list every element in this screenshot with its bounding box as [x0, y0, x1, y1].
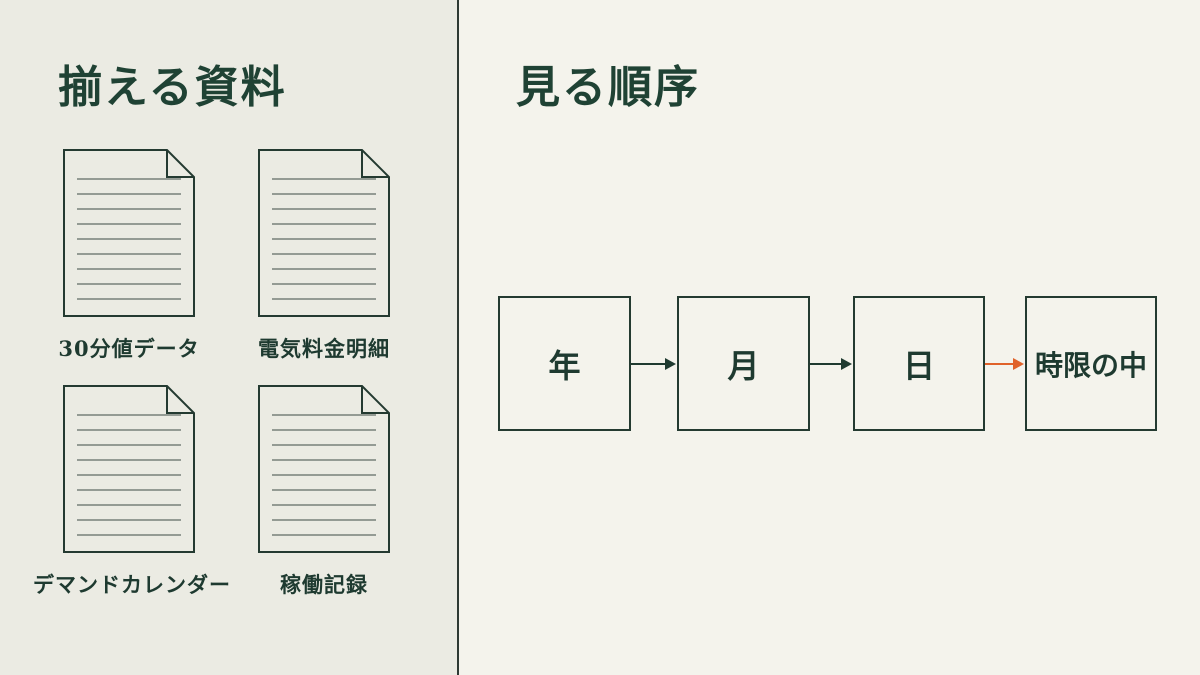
order-heading: 見る順序 — [516, 62, 700, 113]
step-within-period: 時限の中 — [1025, 296, 1157, 431]
panel-divider — [457, 0, 459, 675]
step-label: 日 — [902, 346, 935, 385]
arrow-right-icon — [810, 358, 852, 370]
step-day: 日 — [853, 296, 985, 431]
doc-operation-record: 稼働記録 — [258, 385, 390, 597]
document-icon — [63, 385, 195, 553]
doc-label: デマンドカレンダー — [33, 572, 231, 597]
document-icon — [258, 385, 390, 553]
step-label: 月 — [727, 346, 760, 385]
arrow-right-icon — [631, 358, 676, 370]
document-icon — [63, 149, 195, 317]
materials-panel: 揃える資料 30分値データ — [0, 0, 457, 675]
document-icon — [258, 149, 390, 317]
arrow-right-accent-icon — [985, 358, 1024, 370]
doc-label: 電気料金明細 — [258, 336, 390, 361]
step-label: 時限の中 — [1034, 348, 1147, 382]
step-label: 年 — [548, 346, 581, 385]
doc-demand-calendar: デマンドカレンダー — [33, 385, 230, 597]
step-year: 年 — [498, 296, 631, 431]
doc-label: 稼働記録 — [280, 572, 368, 597]
materials-heading: 揃える資料 — [58, 62, 287, 113]
step-month: 月 — [677, 296, 810, 431]
doc-electricity-bill: 電気料金明細 — [258, 149, 390, 361]
doc-label: 30分値データ — [58, 336, 200, 361]
doc-30min-data: 30分値データ — [58, 149, 199, 361]
